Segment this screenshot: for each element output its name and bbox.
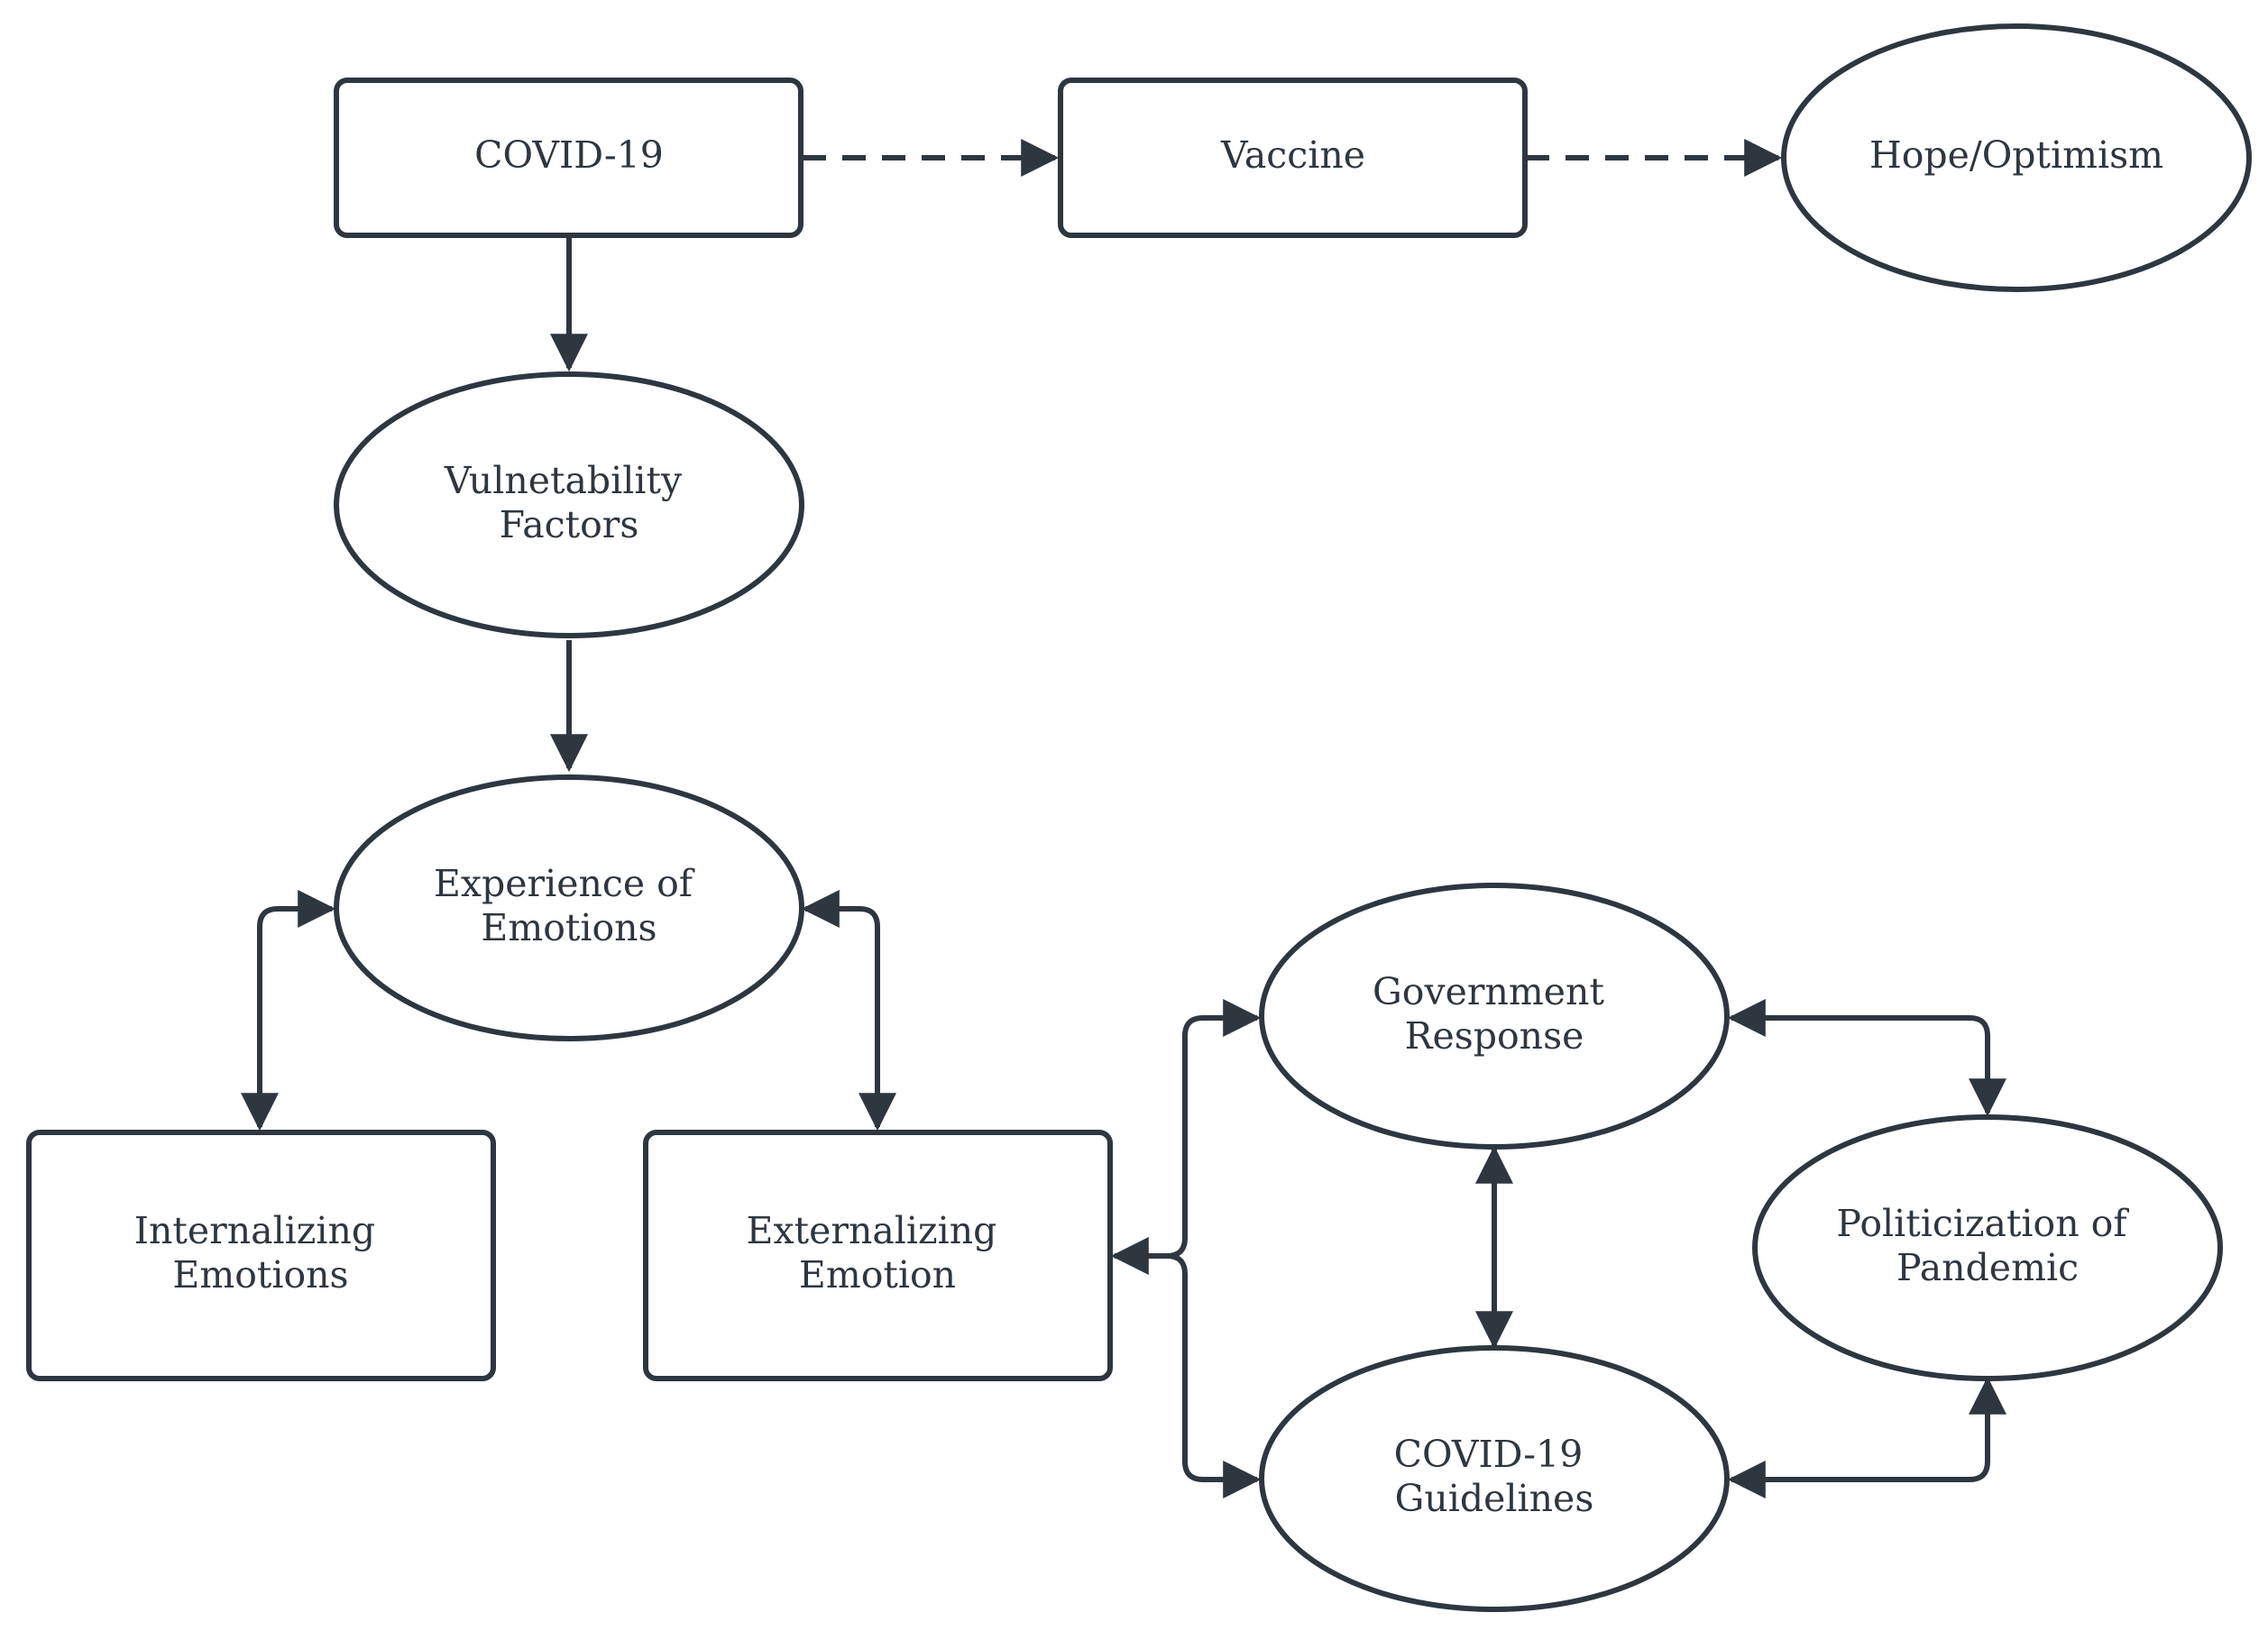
node-covid19: COVID-19 bbox=[334, 78, 803, 238]
node-internalizing-emotions-label: Internalizing Emotions bbox=[134, 1209, 387, 1297]
node-government-response: Government Response bbox=[1259, 883, 1730, 1150]
node-covid19-guidelines-label: COVID-19 Guidelines bbox=[1394, 1433, 1595, 1520]
node-covid19-label: COVID-19 bbox=[474, 133, 664, 177]
node-externalizing-emotion-label: Externalizing Emotion bbox=[747, 1209, 1009, 1297]
edges bbox=[241, 139, 2006, 1498]
node-experience-of-emotions-label: Experience of Emotions bbox=[434, 862, 704, 949]
node-government-response-label: Government Response bbox=[1373, 970, 1616, 1058]
edge-experience-externalizing bbox=[801, 890, 896, 1132]
edge-government-politicization bbox=[1727, 999, 2006, 1117]
node-vulnerability-factors: Vulnetability Factors bbox=[334, 371, 804, 638]
node-externalizing-emotion: Externalizing Emotion bbox=[643, 1130, 1113, 1381]
node-internalizing-emotions: Internalizing Emotions bbox=[26, 1130, 496, 1381]
node-experience-of-emotions: Experience of Emotions bbox=[334, 774, 804, 1041]
edge-experience-internalizing bbox=[241, 890, 336, 1132]
node-covid19-guidelines: COVID-19 Guidelines bbox=[1259, 1345, 1730, 1612]
node-politicization-of-pandemic: Politicization of Pandemic bbox=[1752, 1114, 2223, 1381]
edge-guidelines-politicization bbox=[1727, 1376, 2006, 1498]
node-hope-optimism: Hope/Optimism bbox=[1781, 23, 2252, 292]
node-vaccine: Vaccine bbox=[1058, 78, 1528, 238]
node-vulnerability-factors-label: Vulnetability Factors bbox=[444, 459, 693, 546]
edge-guidelines-externalizing bbox=[1115, 1253, 1262, 1498]
node-politicization-of-pandemic-label: Politicization of Pandemic bbox=[1836, 1202, 2138, 1289]
node-hope-optimism-label: Hope/Optimism bbox=[1869, 133, 2163, 177]
node-vaccine-label: Vaccine bbox=[1220, 133, 1365, 177]
edge-government-externalizing bbox=[1110, 999, 1262, 1275]
